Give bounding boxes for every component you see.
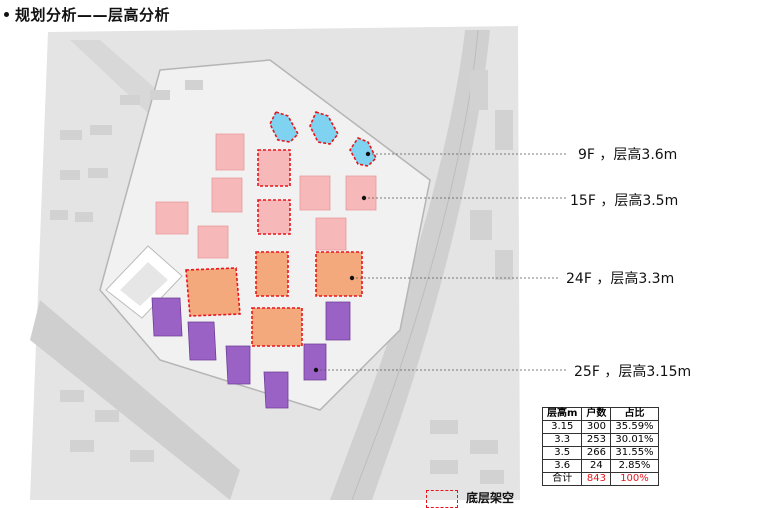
table-row: 3.15 300 35.59% — [541, 420, 659, 434]
table-cell: 合计 — [541, 472, 583, 486]
table-cell: 3.5 — [541, 446, 583, 460]
table-cell: 300 — [581, 420, 612, 434]
tower-15f-stilt — [257, 199, 291, 235]
tower-15f — [211, 177, 243, 213]
table-header: 层高m — [541, 407, 583, 421]
table-row: 3.6 24 2.85% — [541, 459, 659, 473]
table-header: 占比 — [610, 407, 659, 421]
table-cell: 24 — [581, 459, 612, 473]
tower-25f — [187, 321, 217, 361]
table-header-row: 层高m 户数 占比 — [541, 407, 659, 421]
table-cell: 3.15 — [541, 420, 583, 434]
tower-15f — [315, 217, 347, 251]
callout-9f: 9F ，层高3.6m — [578, 147, 678, 163]
page-title-text: 规划分析——层高分析 — [15, 6, 171, 24]
tower-9f-stilt — [309, 111, 339, 145]
table-cell: 3.3 — [541, 433, 583, 447]
callout-24f: 24F ，层高3.3m — [566, 271, 675, 287]
tower-15f-stilt — [257, 149, 291, 187]
tower-25f — [263, 371, 289, 409]
tower-24f-stilt — [251, 307, 303, 347]
callout-markers — [313, 151, 371, 373]
tower-15f — [299, 175, 331, 211]
callout-15f: 15F ，层高3.5m — [570, 193, 679, 209]
table-cell: 266 — [581, 446, 612, 460]
tower-9f-stilt — [269, 111, 299, 143]
page-title: 规划分析——层高分析 — [4, 4, 170, 25]
callout-25f: 25F ，层高3.15m — [574, 364, 692, 380]
tower-25f — [325, 301, 351, 341]
bullet-icon — [4, 11, 9, 17]
callout-leaders — [316, 153, 566, 371]
table-total-count: 843 — [581, 472, 612, 486]
table-header: 户数 — [581, 407, 612, 421]
tower-15f — [197, 225, 229, 259]
tower-15f — [215, 133, 245, 171]
towers-25f — [151, 297, 351, 409]
legend-dashed-swatch — [426, 490, 458, 508]
legend-label: 底层架空 — [466, 491, 515, 505]
table-cell: 3.6 — [541, 459, 583, 473]
tower-24f-stilt — [185, 267, 241, 317]
table-cell: 31.55% — [610, 446, 659, 460]
towers-24f — [185, 251, 363, 347]
tower-25f — [225, 345, 251, 385]
table-cell: 2.85% — [610, 459, 659, 473]
table-cell: 35.59% — [610, 420, 659, 434]
tower-15f — [345, 175, 377, 211]
table-cell: 30.01% — [610, 433, 659, 447]
tower-9f-stilt — [349, 137, 377, 167]
towers-9f — [269, 111, 377, 167]
table-row: 3.5 266 31.55% — [541, 446, 659, 460]
tower-25f — [151, 297, 183, 337]
table-total-percent: 100% — [610, 472, 659, 486]
tower-25f — [303, 343, 327, 381]
table-total-row: 合计 843 100% — [541, 472, 659, 486]
tower-24f-stilt — [315, 251, 363, 297]
floor-height-table: 层高m 户数 占比 3.15 300 35.59% 3.3 253 30.01%… — [541, 407, 659, 486]
table-row: 3.3 253 30.01% — [541, 433, 659, 447]
tower-15f — [155, 201, 189, 235]
table-cell: 253 — [581, 433, 612, 447]
towers-15f — [155, 133, 377, 259]
tower-24f-stilt — [255, 251, 289, 297]
